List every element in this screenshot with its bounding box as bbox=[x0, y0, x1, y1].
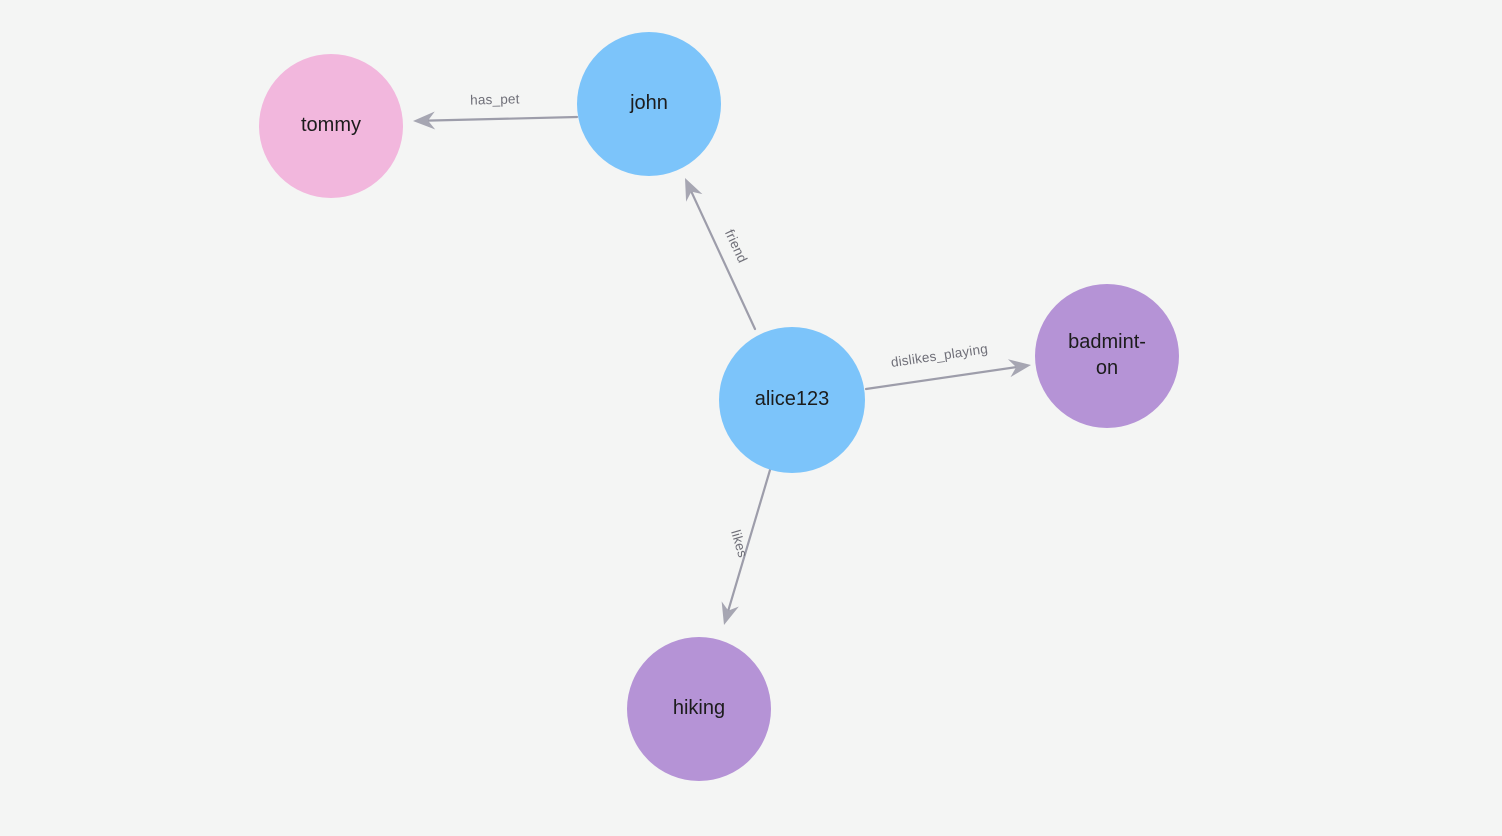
graph-node-tommy[interactable]: tommy bbox=[259, 54, 403, 198]
nodes-layer: tommy john alice123 badmint-on hiking bbox=[259, 32, 1179, 781]
edge-arrowhead-icon bbox=[1007, 359, 1031, 378]
graph-node-john[interactable]: john bbox=[577, 32, 721, 176]
graph-edge[interactable]: friend bbox=[685, 178, 757, 331]
edge-label: friend bbox=[722, 227, 750, 265]
node-circle[interactable] bbox=[627, 637, 771, 781]
edge-label: dislikes_playing bbox=[890, 341, 989, 370]
edge-arrowhead-icon bbox=[721, 601, 739, 625]
edge-label: has_pet bbox=[470, 91, 520, 107]
graph-edge[interactable]: likes bbox=[721, 468, 772, 625]
node-circle[interactable] bbox=[1035, 284, 1179, 428]
graph-edge[interactable]: has_pet bbox=[413, 91, 579, 130]
edge-line bbox=[726, 468, 772, 613]
edge-arrowhead-icon bbox=[685, 178, 703, 202]
node-circle[interactable] bbox=[719, 327, 865, 473]
edge-line bbox=[864, 365, 1019, 391]
edge-label: likes bbox=[728, 528, 750, 559]
edge-line bbox=[425, 115, 579, 122]
graph-node-badminton[interactable]: badmint-on bbox=[1035, 284, 1179, 428]
graph-edge[interactable]: dislikes_playing bbox=[864, 341, 1031, 391]
edge-arrowhead-icon bbox=[413, 111, 436, 130]
graph-node-alice123[interactable]: alice123 bbox=[719, 327, 865, 473]
graph-node-hiking[interactable]: hiking bbox=[627, 637, 771, 781]
node-circle[interactable] bbox=[577, 32, 721, 176]
edge-line bbox=[689, 189, 757, 331]
node-circle[interactable] bbox=[259, 54, 403, 198]
